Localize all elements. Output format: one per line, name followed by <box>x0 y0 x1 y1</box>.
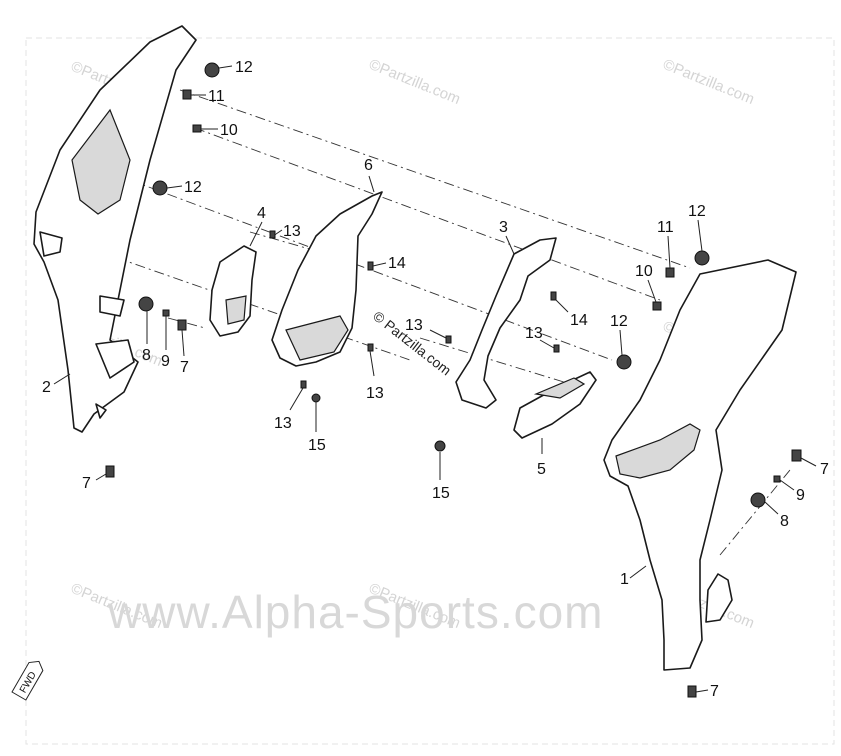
washer-9 <box>773 475 781 483</box>
callout-8: 8 <box>142 347 151 364</box>
rivet-15 <box>311 393 321 403</box>
part-5-reflector <box>513 371 597 439</box>
callout-13: 13 <box>405 317 423 334</box>
callout-14: 14 <box>570 312 588 329</box>
screw-13 <box>553 344 560 353</box>
callout-3: 3 <box>499 219 508 236</box>
nut-11 <box>665 267 675 278</box>
callout-2: 2 <box>42 379 51 396</box>
grommet-12 <box>616 354 632 370</box>
callout-7: 7 <box>180 359 189 376</box>
part-2-left-side-cover <box>33 25 197 433</box>
callout-10: 10 <box>220 122 238 139</box>
callout-9: 9 <box>161 353 170 370</box>
partzilla-watermark: ©Partzilla.com <box>661 56 757 108</box>
part-1-right-side-cover <box>603 259 797 671</box>
part-4-bracket <box>209 245 257 337</box>
callout-12: 12 <box>184 179 202 196</box>
callout-labels: 12 11 10 12 6 4 13 14 8 9 7 2 13 15 13 7… <box>42 59 829 700</box>
partzilla-watermark: ©Partzilla.com <box>367 56 463 108</box>
bolt-7 <box>177 319 187 331</box>
part-6-center-panel <box>271 191 383 367</box>
screw-13 <box>269 230 276 239</box>
screw-13 <box>445 335 452 344</box>
grommet-12 <box>694 250 710 266</box>
washer-9 <box>162 309 170 317</box>
diagram-frame <box>25 37 835 745</box>
callout-13: 13 <box>366 385 384 402</box>
callout-5: 5 <box>537 461 546 478</box>
callout-12: 12 <box>610 313 628 330</box>
callout-1: 1 <box>620 571 629 588</box>
part-3-mount-bracket <box>455 237 557 409</box>
grommet-12 <box>152 180 168 196</box>
screw-14 <box>367 261 374 271</box>
callout-9: 9 <box>796 487 805 504</box>
clip-10 <box>652 301 662 311</box>
screw-13 <box>367 343 374 352</box>
callout-4: 4 <box>257 205 266 222</box>
callout-11: 11 <box>657 219 674 236</box>
callout-15: 15 <box>432 485 450 502</box>
callout-13: 13 <box>525 325 543 342</box>
clip-10 <box>192 124 202 133</box>
callout-6: 6 <box>364 157 373 174</box>
rivet-15 <box>434 440 446 452</box>
callout-13: 13 <box>283 223 301 240</box>
nut-11 <box>182 89 192 100</box>
bolt-7 <box>687 685 697 698</box>
screw-13 <box>300 380 307 389</box>
callout-11: 11 <box>208 88 225 105</box>
callout-14: 14 <box>388 255 406 272</box>
callout-12: 12 <box>235 59 253 76</box>
callout-7: 7 <box>82 475 91 492</box>
callout-15: 15 <box>308 437 326 454</box>
bolt-7 <box>791 449 802 462</box>
grommet-8 <box>750 492 766 508</box>
alpha-sports-watermark: www.Alpha-Sports.com <box>107 586 604 638</box>
callout-13: 13 <box>274 415 292 432</box>
fwd-badge: FWD <box>11 660 44 701</box>
callout-8: 8 <box>780 513 789 530</box>
grommet-8 <box>138 296 154 312</box>
callout-7: 7 <box>710 683 719 700</box>
callout-10: 10 <box>635 263 653 280</box>
screw-14 <box>550 291 557 301</box>
bolt-7 <box>105 465 115 478</box>
callout-7: 7 <box>820 461 829 478</box>
leader-lines <box>53 65 817 693</box>
callout-12: 12 <box>688 203 706 220</box>
grommet-12 <box>204 62 220 78</box>
